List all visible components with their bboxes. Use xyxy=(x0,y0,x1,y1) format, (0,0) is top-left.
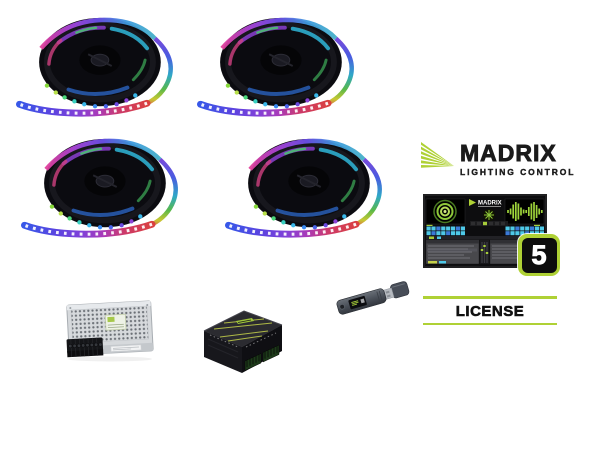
screenshot-brand-text: MADRIX xyxy=(478,201,502,207)
usb-license-dongle-photo xyxy=(333,272,415,324)
panel-faders xyxy=(480,240,489,265)
preview-right-waveform xyxy=(504,198,545,225)
madrix-rays-icon xyxy=(421,142,454,168)
madrix-wordmark: MADRIX xyxy=(460,140,557,166)
power-supply-photo xyxy=(62,295,158,363)
led-strip-reel-photo-3 xyxy=(17,134,187,240)
preview-center-starburst xyxy=(483,209,495,221)
license-divider-bottom xyxy=(423,322,557,325)
led-strip-reel-photo-2 xyxy=(193,13,363,119)
preset-buttons-left xyxy=(426,224,465,236)
license-label: LICENSE xyxy=(455,302,525,320)
preset-buttons-right xyxy=(505,224,544,236)
led-controller-photo xyxy=(198,301,286,375)
led-strip-reel-photo-1 xyxy=(12,13,182,119)
license-section: LICENSE xyxy=(423,296,557,325)
madrix-logo: MADRIX LIGHTING CONTROL xyxy=(421,140,577,177)
screenshot-madrix-icon xyxy=(469,199,476,206)
version-5-badge-inner: 5 xyxy=(521,237,557,273)
madrix-tagline: LIGHTING CONTROL xyxy=(460,167,576,177)
preview-left-circles xyxy=(425,198,466,225)
license-divider-top xyxy=(423,296,557,299)
madrix-software-screenshot: MADRIX xyxy=(423,194,547,268)
led-strip-reel-photo-4 xyxy=(221,134,391,240)
panel-bottom-left xyxy=(425,239,480,266)
version-5-badge: 5 xyxy=(518,234,560,276)
version-number: 5 xyxy=(531,239,547,270)
